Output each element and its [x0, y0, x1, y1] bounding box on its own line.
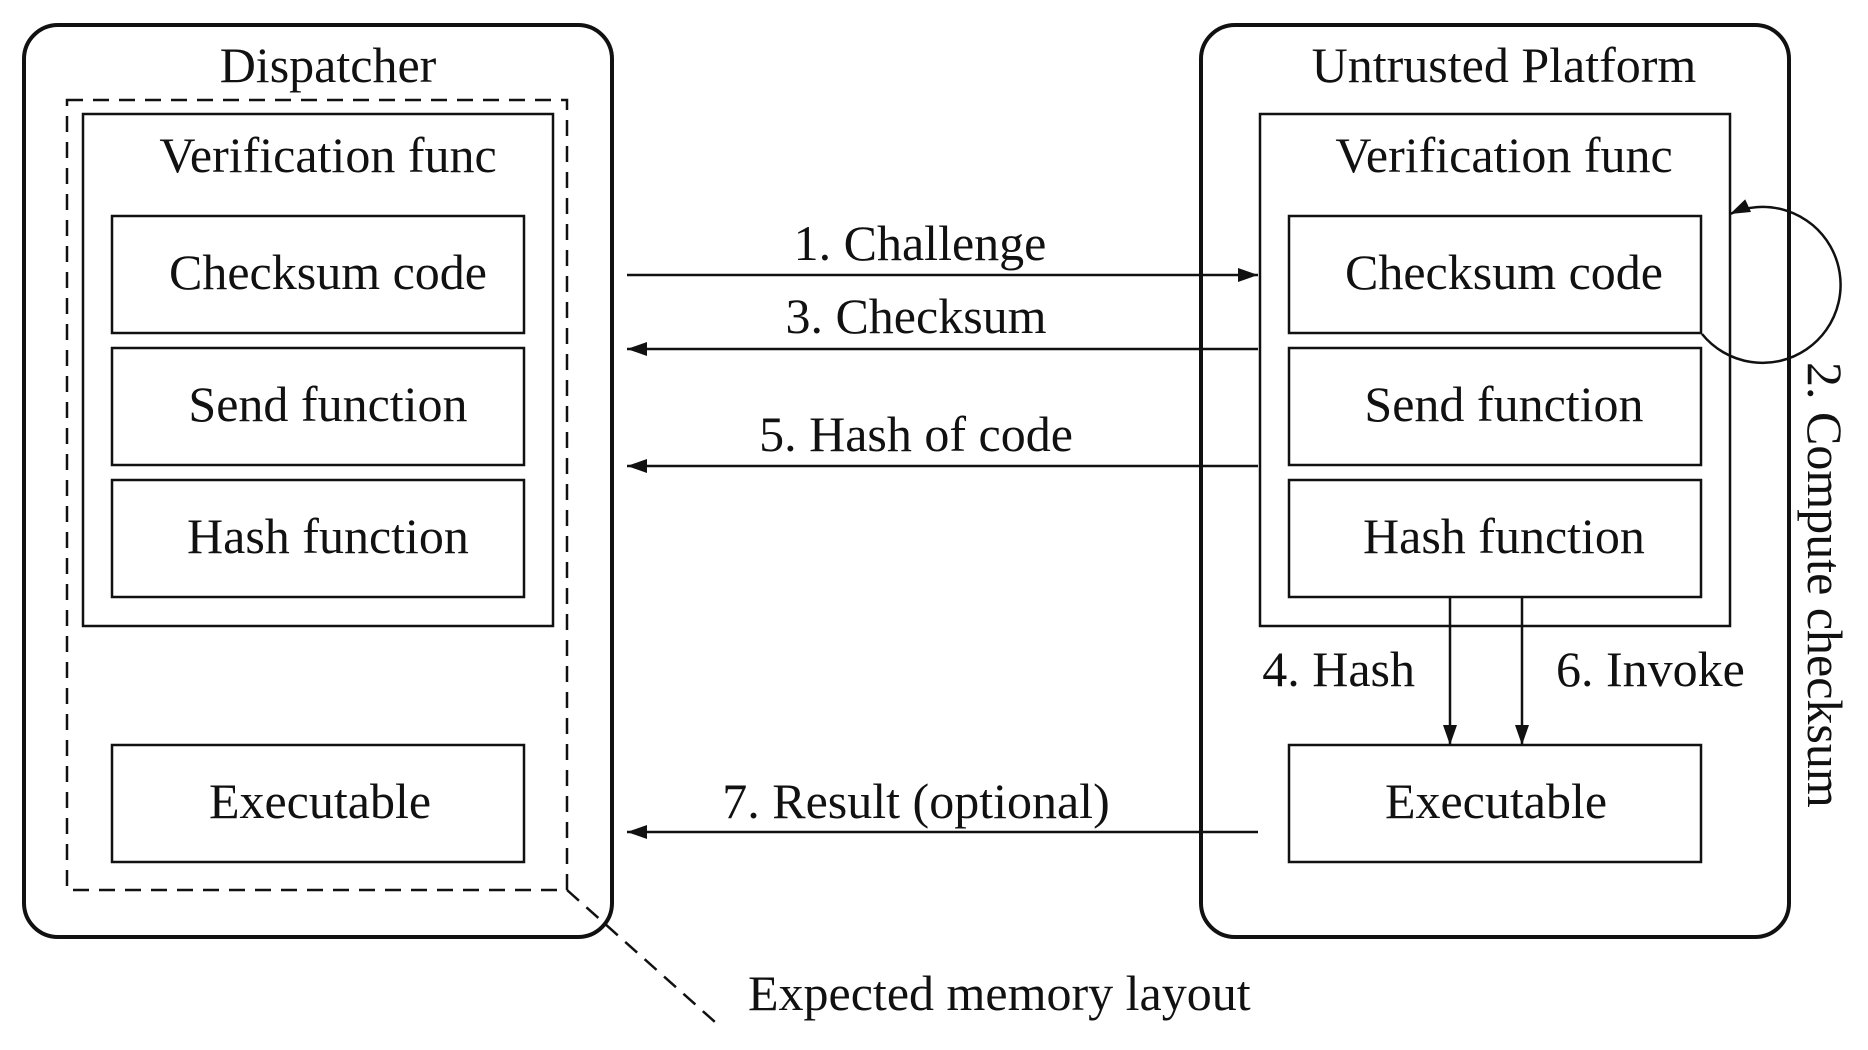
compute-checksum-label: 2. Compute checksum: [1797, 362, 1853, 808]
platform-frame: [1199, 23, 1791, 939]
platform-title: Untrusted Platform: [1312, 37, 1697, 93]
checksum-label: 3. Checksum: [785, 288, 1046, 344]
platform-executable-box: [1287, 743, 1703, 864]
dispatcher-send-function-label: Send function: [188, 376, 467, 432]
dispatcher-checksum-code-box: [110, 214, 526, 335]
dispatcher-node: Dispatcher Verification func Checksum co…: [22, 23, 614, 939]
hash-of-code-label: 5. Hash of code: [759, 406, 1073, 462]
dispatcher-frame: [22, 23, 614, 939]
expected-memory-layout-caption: Expected memory layout: [748, 965, 1251, 1021]
platform-send-function-label: Send function: [1364, 376, 1643, 432]
platform-executable-label: Executable: [1385, 773, 1607, 829]
platform-checksum-code-box: [1287, 214, 1703, 335]
platform-verification-title: Verification func: [1335, 127, 1672, 183]
dispatcher-hash-function-box: [110, 478, 526, 599]
platform-hash-function-label: Hash function: [1363, 508, 1645, 564]
dispatcher-executable-box: [110, 743, 526, 864]
platform-verification-container: [1258, 112, 1732, 628]
platform-hash-function-box: [1287, 478, 1703, 599]
memory-layout-leader-line: [566, 889, 716, 1023]
platform-checksum-code-label: Checksum code: [1345, 244, 1663, 300]
dispatcher-executable-label: Executable: [209, 773, 431, 829]
dispatcher-verification-container: [81, 112, 555, 628]
dispatcher-hash-function-label: Hash function: [187, 508, 469, 564]
result-label: 7. Result (optional): [722, 773, 1109, 829]
platform-send-function-box: [1287, 346, 1703, 467]
hash-label: 4. Hash: [1262, 641, 1415, 697]
expected-memory-layout-frame: [65, 98, 569, 892]
invoke-label: 6. Invoke: [1556, 641, 1745, 697]
challenge-label: 1. Challenge: [794, 215, 1047, 271]
dispatcher-checksum-code-label: Checksum code: [169, 244, 487, 300]
dispatcher-send-function-box: [110, 346, 526, 467]
untrusted-platform-node: Untrusted Platform Verification func Che…: [1199, 23, 1791, 939]
dispatcher-verification-title: Verification func: [159, 127, 496, 183]
dispatcher-title: Dispatcher: [220, 37, 437, 93]
compute-checksum-loop-arrow: [1701, 199, 1842, 365]
